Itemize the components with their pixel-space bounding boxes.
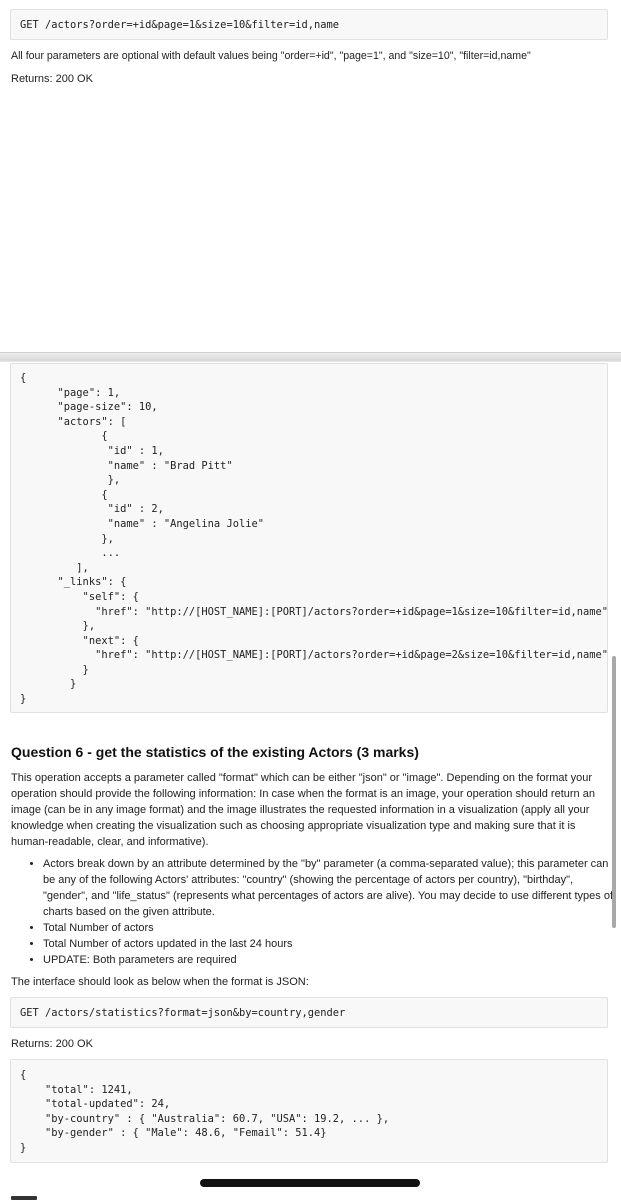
stats-response-box: { "total": 1241, "total-updated": 24, "b… — [10, 1059, 608, 1163]
returns-status: Returns: 200 OK — [11, 73, 93, 85]
request-endpoint: GET /actors?order=+id&page=1&size=10&fil… — [20, 19, 340, 31]
request-endpoint-box: GET /actors?order=+id&page=1&size=10&fil… — [10, 9, 608, 40]
defaults-note: All four parameters are optional with de… — [11, 50, 531, 62]
vertical-scrollbar[interactable] — [612, 656, 616, 928]
home-indicator[interactable] — [200, 1179, 420, 1187]
response-json: { "page": 1, "page-size": 10, "actors": … — [20, 372, 609, 706]
top-section — [0, 0, 621, 352]
list-item: UPDATE: Both parameters are required — [43, 952, 621, 968]
statistics-bullet-list: Actors break down by an attribute determ… — [30, 856, 621, 968]
list-item: Total Number of actors — [43, 920, 621, 936]
cutoff-heading-fragment — [11, 1192, 37, 1200]
stats-response-json: { "total": 1241, "total-updated": 24, "b… — [20, 1069, 390, 1154]
response-json-box: { "page": 1, "page-size": 10, "actors": … — [10, 363, 608, 713]
stats-endpoint: GET /actors/statistics?format=json&by=co… — [20, 1007, 346, 1019]
question-6-heading: Question 6 - get the statistics of the e… — [11, 744, 419, 760]
stats-returns-status: Returns: 200 OK — [11, 1038, 93, 1050]
list-item: Actors break down by an attribute determ… — [43, 856, 621, 920]
json-intro: The interface should look as below when … — [11, 976, 309, 988]
question-6-description: This operation accepts a parameter calle… — [11, 772, 595, 848]
section-divider — [0, 352, 621, 362]
list-item: Total Number of actors updated in the la… — [43, 936, 621, 952]
stats-endpoint-box: GET /actors/statistics?format=json&by=co… — [10, 997, 608, 1028]
